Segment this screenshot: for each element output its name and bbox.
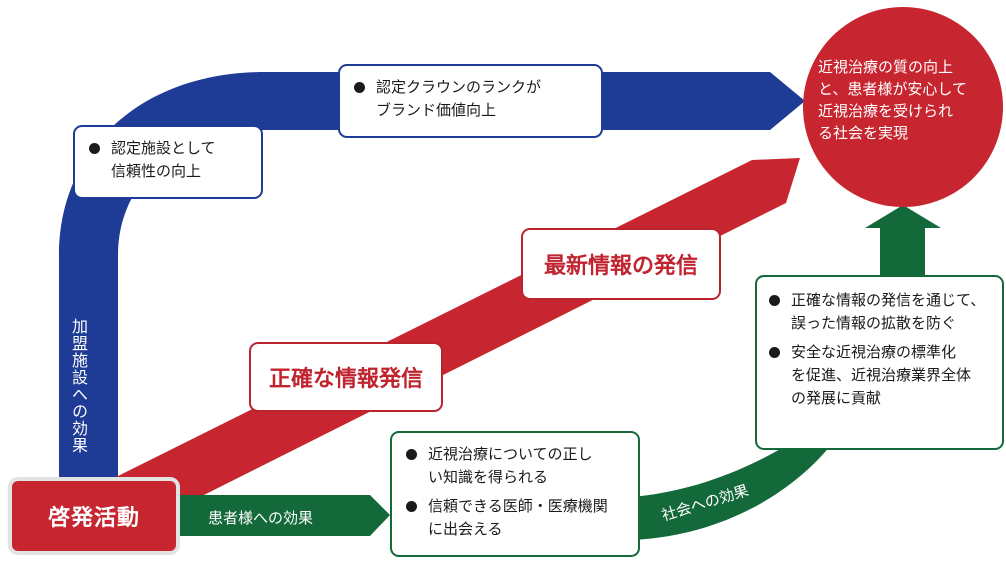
social-effect-box: 正確な情報の発信を通じて、 誤った情報の拡散を防ぐ 安全な近視治療の標準化 を促… xyxy=(755,275,1004,450)
goal-text: 近視治療の質の向上 と、患者様が安心して 近視治療を受けられ る社会を実現 xyxy=(818,58,967,142)
green-arrow-path xyxy=(178,495,390,536)
latest-info-label: 最新情報の発信 xyxy=(521,228,721,300)
green-arrow-curve xyxy=(630,425,845,540)
blue-arrow-path xyxy=(59,72,805,480)
list-item: 正確な情報の発信を通じて、 誤った情報の拡散を防ぐ xyxy=(767,289,992,335)
green-arrow-head-up xyxy=(865,205,941,228)
rank-box: 認定クラウンのランクが ブランド価値向上 xyxy=(338,64,603,138)
patient-effect-box: 近視治療についての正し い知識を得られる 信頼できる医師・医療機関 に出会える xyxy=(390,431,640,557)
list-item: 安全な近視治療の標準化 を促進、近視治療業界全体 の発展に貢献 xyxy=(767,341,992,410)
list-item: 近視治療についての正し い知識を得られる xyxy=(404,443,626,489)
goal-circle xyxy=(803,7,1003,207)
green-arrow-shaft-up xyxy=(880,225,925,280)
list-item: 認定クラウンのランクが ブランド価値向上 xyxy=(352,76,589,122)
member-effect-label: 加盟施設への効果 xyxy=(69,318,88,454)
patient-effect-label: 患者様への効果 xyxy=(208,509,314,527)
list-item: 信頼できる医師・医療機関 に出会える xyxy=(404,495,626,541)
accurate-info-label: 正確な情報発信 xyxy=(249,342,443,412)
trust-box: 認定施設として 信頼性の向上 xyxy=(73,125,263,199)
list-item: 認定施設として 信頼性の向上 xyxy=(87,137,249,183)
start-activity-box: 啓発活動 xyxy=(8,477,180,555)
